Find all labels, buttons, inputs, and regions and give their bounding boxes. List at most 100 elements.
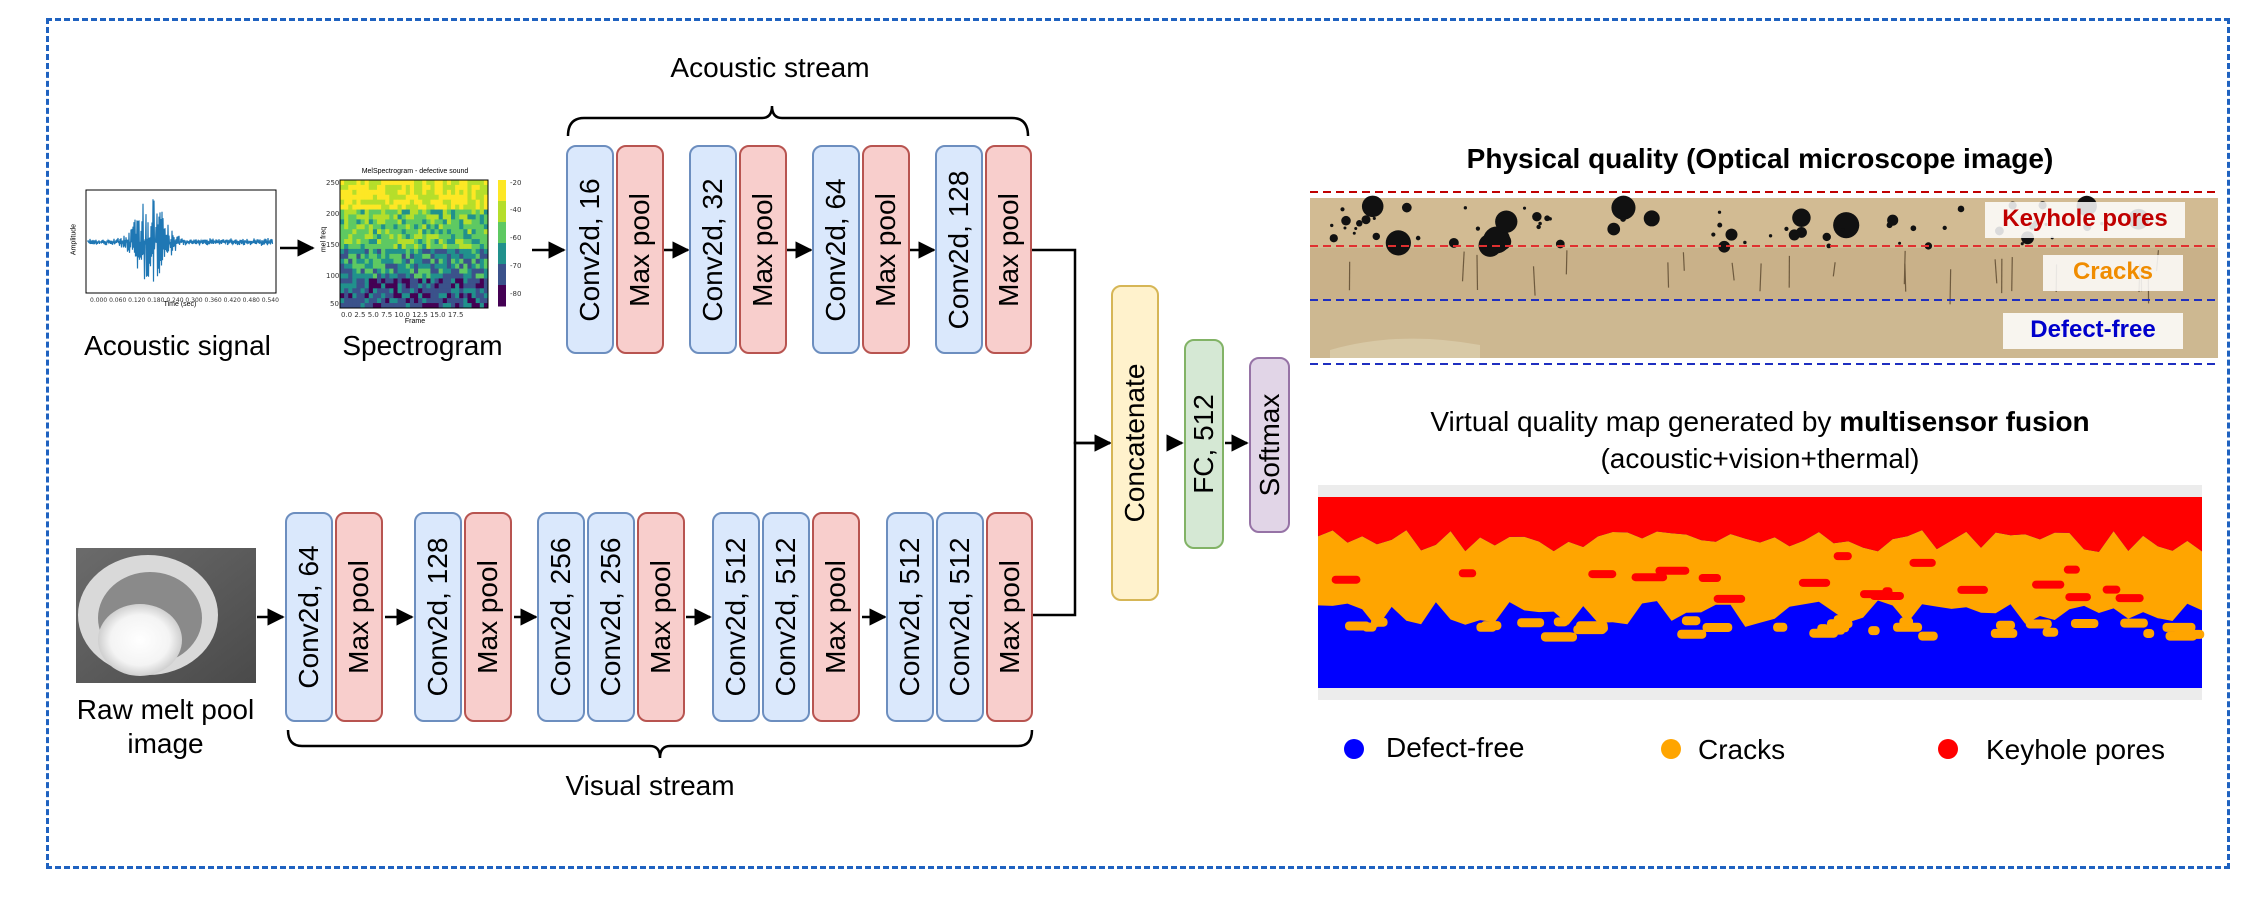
spectrogram-cell <box>446 268 452 274</box>
spectrogram-cell <box>418 288 423 294</box>
spectrogram-cell <box>442 214 448 220</box>
spectrogram-cell <box>463 224 468 230</box>
spectrogram-cell <box>397 293 403 299</box>
spectrogram-cell <box>438 184 444 191</box>
spectrogram-cell <box>389 248 394 255</box>
spectrogram-cell <box>483 219 489 225</box>
spectrogram-cell <box>426 253 431 260</box>
spectrogram-cell <box>459 204 464 210</box>
spectrogram-cell <box>455 209 460 215</box>
pore-region <box>2032 580 2065 589</box>
visual-stream-title: Visual stream <box>565 770 735 801</box>
spectrogram-cell <box>438 248 444 255</box>
spectrogram-cell <box>414 214 419 220</box>
spectrogram-cell <box>389 258 394 265</box>
spectrogram-cell <box>360 244 366 250</box>
spectrogram-cell <box>381 268 386 274</box>
spectrogram-cell <box>389 298 394 304</box>
spectrogram-cell <box>459 298 464 304</box>
spectrogram-cell <box>397 253 403 260</box>
crack-region <box>2165 631 2198 641</box>
pore-region <box>2115 594 2144 603</box>
spectrogram-cell <box>377 268 382 274</box>
spectrogram-cell <box>340 278 345 284</box>
svg-text:100: 100 <box>326 272 339 280</box>
spectrogram-cell <box>385 253 390 260</box>
spectrogram-cell <box>385 239 390 245</box>
spectrogram-cell <box>418 258 423 265</box>
spectrogram-cell <box>455 224 460 230</box>
spectrogram-cell <box>430 288 435 294</box>
spectrogram-cell <box>455 263 460 270</box>
spectrogram-cell <box>422 278 427 284</box>
spectrogram-cell <box>385 224 390 230</box>
crack-region <box>1893 622 1923 632</box>
spectrogram-cell <box>409 248 415 255</box>
spectrogram-cell <box>414 244 419 250</box>
pore-mark <box>1385 230 1411 256</box>
spectrogram-cell <box>442 273 448 279</box>
spectrogram-cell <box>356 298 361 304</box>
spectrogram-cell <box>483 258 489 265</box>
spectrogram-cell <box>393 204 398 210</box>
spectrogram-cell <box>401 234 407 240</box>
spectrogram-cell <box>422 303 427 309</box>
spectrogram-cell <box>438 219 444 225</box>
spectrogram-cell <box>356 214 361 220</box>
spectrogram-cell <box>405 234 411 240</box>
crack-region <box>1990 628 2018 638</box>
spectrogram-cell <box>393 293 398 299</box>
spectrogram-cell <box>459 219 464 225</box>
spectrogram-cell <box>377 253 382 260</box>
spectrogram-cell <box>360 219 366 225</box>
spectrogram-cell <box>463 189 468 196</box>
spectrogram-cell <box>389 194 394 201</box>
spectrogram-cell <box>393 268 398 274</box>
spectrogram-cell <box>438 180 444 186</box>
spectrogram-cell <box>471 199 477 206</box>
spectrogram-cell <box>385 278 390 284</box>
spectrogram-cell <box>422 234 427 240</box>
spectrogram-cell <box>459 189 464 196</box>
spectrogram-cell <box>430 278 435 284</box>
spectrogram-cell <box>418 268 423 274</box>
colorbar-segment <box>498 264 506 286</box>
spectrogram-cell <box>479 234 485 240</box>
crack-mark <box>2011 257 2013 292</box>
spectrogram-cell <box>356 278 361 284</box>
spectrogram-cell <box>393 199 398 206</box>
spectrogram-cell <box>455 219 460 225</box>
crack-region <box>1476 622 1497 632</box>
spectrogram-cell <box>348 283 353 289</box>
spectrogram-cell <box>451 209 456 215</box>
spectrogram-cell <box>368 229 374 235</box>
spectrogram-cell <box>340 244 345 250</box>
spectrogram-cell <box>377 194 382 201</box>
spectrogram-cell <box>455 239 460 245</box>
spectrogram-cell <box>434 248 440 255</box>
visual-conv-1: Conv2d, 64 <box>285 512 333 722</box>
spectrogram-cell <box>475 184 481 191</box>
spectrogram-cell <box>418 214 423 220</box>
spectrogram-cell <box>455 194 460 201</box>
spectrogram-cell <box>426 239 431 245</box>
spectrogram-cell <box>422 298 427 304</box>
spectrogram-cell <box>471 263 477 270</box>
spectrogram-cell <box>422 219 427 225</box>
spectrogram-cell <box>442 189 448 196</box>
spectrogram-cell <box>455 288 460 294</box>
spectrogram-cell <box>426 224 431 230</box>
spectrogram-cell <box>348 184 353 191</box>
spectrogram-cell <box>430 180 435 186</box>
spectrogram-cell <box>455 268 460 274</box>
spectrogram-cell <box>430 189 435 196</box>
svg-text:-80: -80 <box>510 290 521 298</box>
spectrogram-cell <box>442 244 448 250</box>
spectrogram-cell <box>381 189 386 196</box>
spectrogram-cell <box>446 180 452 186</box>
spectrogram-cell <box>397 273 403 279</box>
spectrogram-cell <box>451 234 456 240</box>
spectrogram-cell <box>344 204 349 210</box>
spectrogram-cell <box>430 209 435 215</box>
spectrogram-cell <box>459 263 464 270</box>
